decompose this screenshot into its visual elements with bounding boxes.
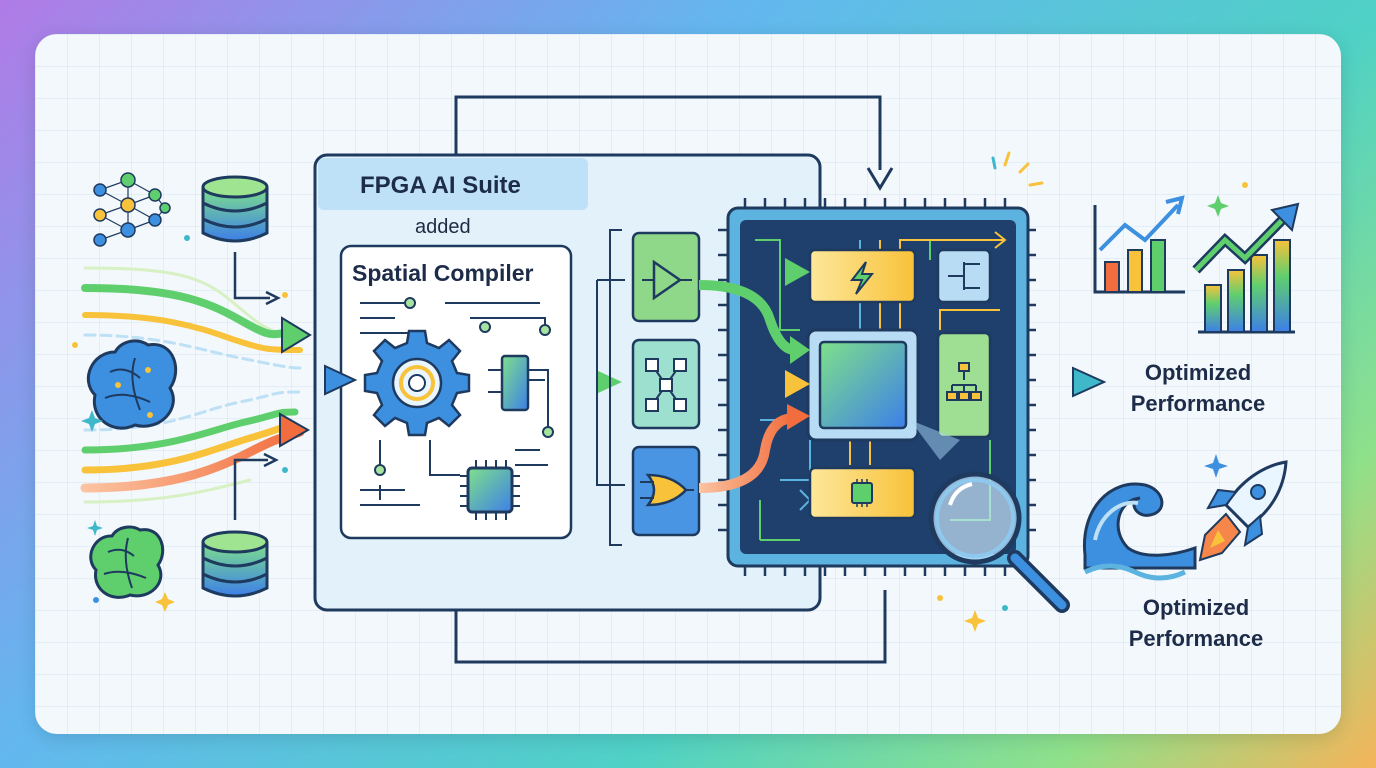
output-label-top: Optimized Performance (1088, 357, 1308, 419)
database-icon-bottom (201, 530, 269, 598)
suite-title-banner (318, 158, 588, 210)
or-gate-module (631, 445, 701, 537)
hierarchy-module (631, 338, 701, 430)
lightning-block (808, 248, 917, 304)
processing-core (806, 328, 920, 442)
brain-icon (86, 339, 178, 430)
gear-icon (363, 329, 471, 437)
splitter-block (936, 248, 992, 304)
connector-db-top (233, 252, 270, 300)
arrow-green-to-core (698, 280, 796, 355)
chip-icon (460, 460, 520, 520)
connector-db-bottom (233, 458, 268, 520)
magnifier-icon (910, 420, 1070, 613)
neural-network-icon (93, 172, 171, 247)
output-label-bottom: Optimized Performance (1086, 592, 1306, 654)
arrow-orange-to-core (698, 413, 793, 493)
hierarchy-block (936, 331, 992, 439)
output-label-top-line1: Optimized (1144, 360, 1252, 385)
rocket-icon (1198, 460, 1288, 562)
output-label-bottom-line2: Performance (1128, 626, 1264, 651)
feedback-loop-top (454, 95, 882, 170)
growth-chart-icon (1192, 202, 1300, 334)
module-bracket-lines (596, 229, 625, 546)
output-label-top-line2: Performance (1130, 391, 1266, 416)
sparkle-decorations (72, 151, 1248, 632)
output-label-bottom-line1: Optimized (1142, 595, 1250, 620)
chip-block-bottom (808, 466, 917, 520)
buffer-gate-module (631, 231, 701, 323)
brain-icon-bottom (89, 525, 165, 599)
database-icon (201, 175, 269, 243)
added-text: added (415, 216, 471, 238)
compiler-component-icon (488, 354, 545, 412)
wave-icon (1082, 482, 1197, 581)
bar-chart-icon (1093, 195, 1185, 294)
suite-title: FPGA AI Suite (360, 172, 521, 199)
lightning-icon (849, 261, 875, 295)
compiler-title: Spatial Compiler (352, 260, 534, 286)
feedback-arrow-down (866, 167, 894, 191)
